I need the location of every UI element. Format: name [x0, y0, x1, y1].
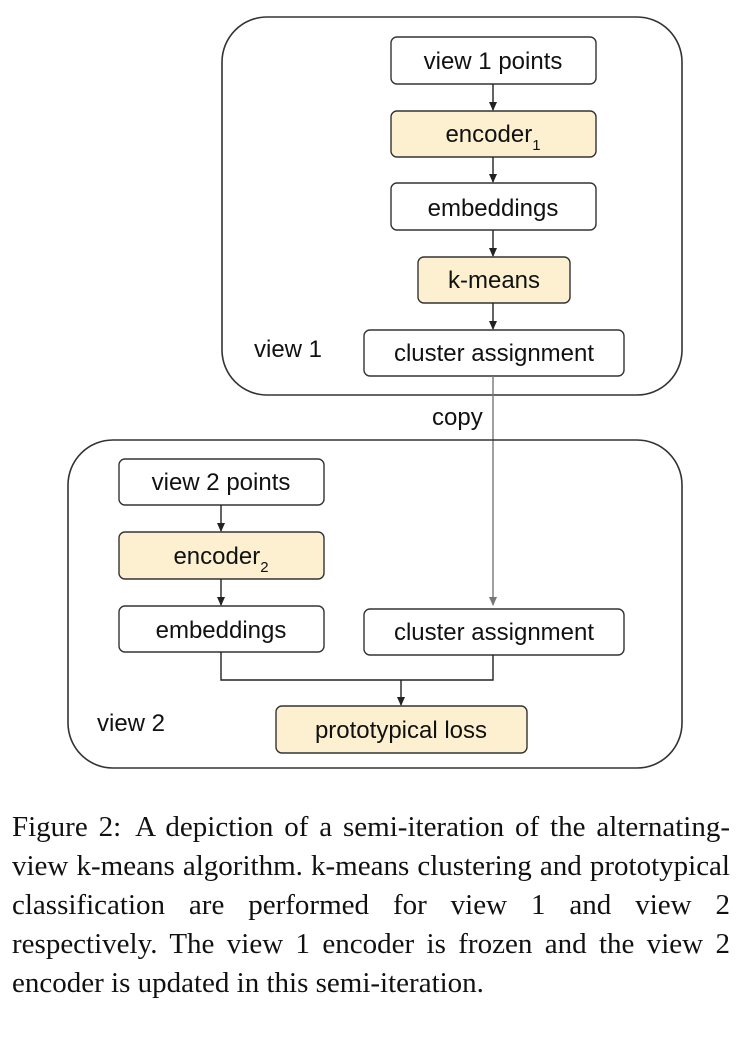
view1-label: view 1: [254, 336, 322, 363]
caption-label: Figure 2:: [12, 811, 122, 843]
view2-points-label: view 2 points: [152, 469, 291, 496]
view1-kmeans-box: [417, 256, 571, 304]
view2-encoder-label: encoder2: [173, 543, 268, 576]
view2-cluster-label: cluster assignment: [394, 619, 594, 646]
view1-encoder-label: encoder1: [445, 121, 540, 154]
diagram: view 1 view 1 points encoder1 embeddings…: [67, 16, 683, 769]
view1-group: view 1 view 1 points encoder1 embeddings…: [221, 16, 683, 396]
view1-cluster-box: [363, 329, 625, 377]
view1-container: [221, 16, 683, 396]
view1-cluster-label: cluster assignment: [394, 340, 594, 367]
view2-container: [67, 439, 683, 769]
connector-to-loss: [220, 652, 494, 681]
view1-kmeans-label: k-means: [448, 267, 540, 294]
view1-points-label: view 1 points: [424, 48, 563, 75]
copy-label: copy: [432, 404, 483, 431]
view1-embeddings-label: embeddings: [428, 195, 559, 222]
view2-group: view 2 view 2 points encoder2 embeddings…: [67, 439, 683, 769]
caption-text: A depiction of a semi-iteration of the a…: [12, 811, 730, 999]
view2-label: view 2: [97, 710, 165, 737]
view2-loss-box: [275, 705, 528, 754]
view2-loss-label: prototypical loss: [315, 717, 487, 744]
figure-caption: Figure 2:A depiction of a semi-iteration…: [12, 808, 730, 1003]
view2-cluster-box: [363, 608, 625, 656]
view2-embeddings-label: embeddings: [156, 617, 287, 644]
